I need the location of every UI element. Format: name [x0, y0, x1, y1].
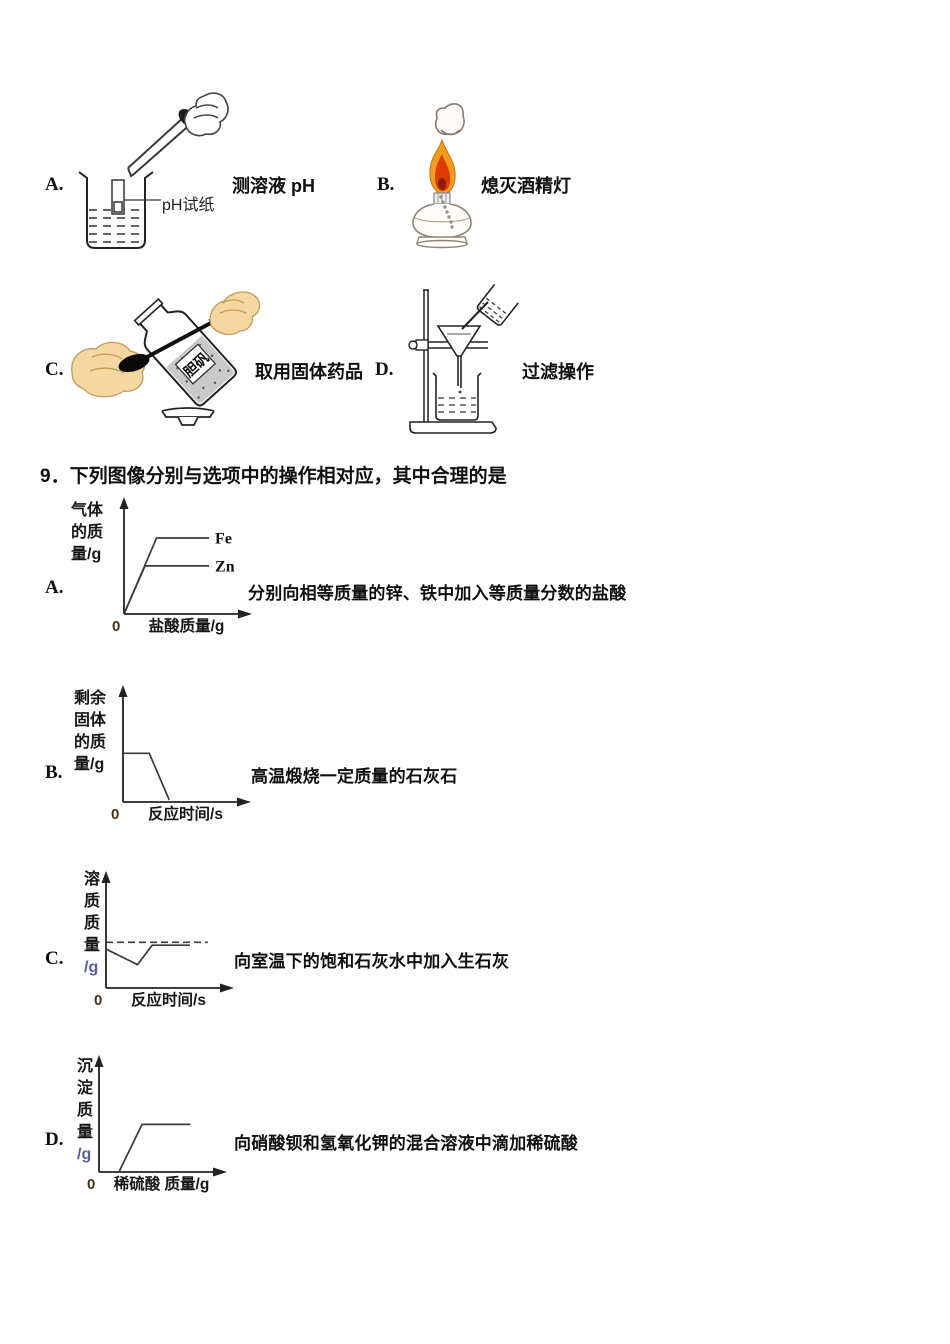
- y-axis-label-line: 质: [84, 915, 101, 932]
- origin-label: 0: [112, 618, 120, 635]
- graph-option-c-letter: C.: [45, 948, 64, 969]
- reagent-bottle-icon: 胆矾: [133, 298, 238, 407]
- chart-c-ylabel: 溶质质量/g: [84, 869, 100, 979]
- hand-icon: [183, 92, 229, 137]
- series-Fe: [123, 537, 210, 615]
- y-axis-label-line: 量/g: [74, 756, 105, 773]
- y-axis-label-line: 量/g: [71, 546, 102, 563]
- funnel-icon: [436, 325, 482, 388]
- receiving-beaker-icon: [432, 372, 482, 421]
- y-axis-arrow-icon: [118, 685, 128, 697]
- y-axis-label-line: 气体: [71, 502, 104, 519]
- y-axis-label-line: 剩余: [74, 690, 107, 707]
- alcohol-lamp-illustration: [405, 92, 485, 255]
- flame-icon: [429, 138, 456, 195]
- lamp-body-icon: [412, 203, 472, 239]
- apparatus-option-d-letter: D.: [375, 359, 394, 380]
- graph-option-d-letter: D.: [45, 1129, 64, 1150]
- apparatus-option-b-caption: 熄灭酒精灯: [481, 176, 571, 196]
- ph-paper-label: pH试纸: [162, 197, 215, 214]
- question-9-text: 9．下列图像分别与选项中的操作相对应，其中合理的是: [40, 466, 507, 487]
- left-hand-icon: [71, 341, 145, 398]
- y-axis-label-line: /g: [77, 1146, 92, 1163]
- chart-c: 0 反应时间/s: [90, 868, 238, 1023]
- graph-option-b-description: 高温煅烧一定质量的石灰石: [251, 767, 458, 786]
- y-axis-label-line: 质: [84, 893, 101, 910]
- apparatus-option-a-caption: 测溶液 pH: [232, 176, 315, 196]
- watch-glass-icon: [161, 407, 215, 426]
- graph-option-a-description: 分别向相等质量的锌、铁中加入等质量分数的盐酸: [248, 584, 627, 603]
- series-沉淀质量: [118, 1123, 191, 1173]
- x-axis-label: 稀硫酸 质量/g: [114, 1174, 210, 1193]
- chart-b: 0 反应时间/s: [107, 682, 255, 837]
- x-axis-arrow-icon: [220, 983, 234, 993]
- beaker-icon: [78, 171, 154, 249]
- origin-label: 0: [87, 1176, 95, 1193]
- series-剩余固体质量: [123, 752, 170, 801]
- apparatus-option-c-letter: C.: [45, 359, 64, 380]
- y-axis-label-line: 质: [77, 1102, 94, 1119]
- liquid-dashes: [89, 209, 143, 243]
- y-axis-label-line: /g: [84, 959, 99, 976]
- bottle-label: [174, 343, 217, 385]
- y-axis-label-line: 量: [84, 937, 101, 954]
- graph-option-c-description: 向室温下的饱和石灰水中加入生石灰: [234, 952, 510, 971]
- series-Zn: [123, 564, 210, 615]
- y-axis-label-line: 的质: [74, 734, 107, 751]
- chart-d: 0 稀硫酸 质量/g: [83, 1052, 231, 1207]
- solid-reagent-illustration: 胆矾: [62, 287, 267, 442]
- right-hand-icon: [209, 291, 261, 336]
- stand-pole-icon: [423, 289, 429, 422]
- pouring-beaker-icon: [476, 283, 519, 326]
- x-axis-label: 盐酸质量/g: [149, 616, 225, 635]
- x-axis-arrow-icon: [237, 797, 251, 807]
- x-axis-label: 反应时间/s: [131, 990, 206, 1009]
- series-end-label: Zn: [215, 558, 235, 575]
- series-end-label: Fe: [215, 531, 232, 548]
- glass-rod-icon: [461, 301, 489, 330]
- lamp-wick-icon: [439, 195, 454, 229]
- chart-d-ylabel: 沉淀质量/g: [77, 1056, 93, 1166]
- graph-option-d-description: 向硝酸钡和氢氧化钾的混合溶液中滴加稀硫酸: [234, 1134, 578, 1153]
- x-axis-label: 反应时间/s: [148, 804, 223, 823]
- chart-a-ylabel: 气体的质量/g: [71, 500, 103, 566]
- filtration-illustration: [400, 282, 535, 445]
- graph-option-a-letter: A.: [45, 577, 64, 598]
- apparatus-option-b-letter: B.: [377, 174, 395, 195]
- lamp-cap-icon: [434, 103, 465, 136]
- ph-strip-icon: [111, 179, 125, 215]
- y-axis-arrow-icon: [101, 871, 111, 883]
- chart-b-ylabel: 剩余固体的质量/g: [74, 688, 106, 776]
- y-axis-arrow-icon: [119, 497, 129, 509]
- origin-label: 0: [94, 992, 102, 1009]
- x-axis-arrow-icon: [238, 609, 252, 619]
- stand-base-icon: [409, 421, 497, 434]
- y-axis-label-line: 淀: [77, 1080, 94, 1097]
- origin-label: 0: [111, 806, 119, 823]
- y-axis-label-line: 溶: [84, 871, 101, 888]
- y-axis-label-line: 的质: [71, 524, 104, 541]
- apparatus-option-c-caption: 取用固体药品: [255, 362, 363, 382]
- lamp-base-icon: [416, 236, 468, 249]
- ph-test-illustration: [78, 90, 230, 263]
- y-axis-label-line: 固体: [74, 712, 107, 729]
- y-axis-arrow-icon: [94, 1055, 104, 1067]
- y-axis-label-line: 量: [77, 1124, 94, 1141]
- graph-option-b-letter: B.: [45, 762, 63, 783]
- apparatus-option-a-letter: A.: [45, 174, 64, 195]
- x-axis-arrow-icon: [213, 1167, 227, 1177]
- filtrate-drop: [458, 390, 462, 394]
- apparatus-option-d-caption: 过滤操作: [522, 362, 594, 382]
- y-axis-label-line: 沉: [77, 1058, 94, 1075]
- filtrate-dashes: [438, 397, 476, 413]
- series-溶质质量: [105, 944, 190, 966]
